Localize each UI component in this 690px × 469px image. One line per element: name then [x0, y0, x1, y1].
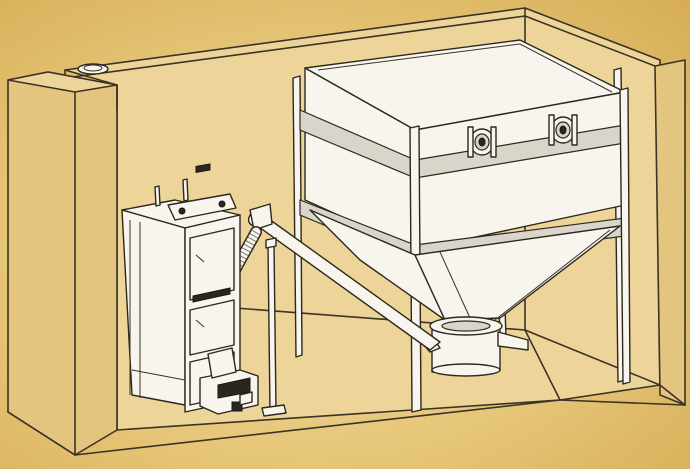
silo-hopper: [309, 209, 621, 321]
hopper-outlet: [419, 316, 529, 377]
silo-inspection-ports: [467, 114, 578, 158]
pellet-burner: [199, 347, 259, 415]
screw-conveyor: [247, 203, 441, 351]
ash-poker-tool: [261, 237, 287, 417]
chimney-opening: [77, 63, 109, 75]
boiler-control-panel: [167, 163, 237, 221]
